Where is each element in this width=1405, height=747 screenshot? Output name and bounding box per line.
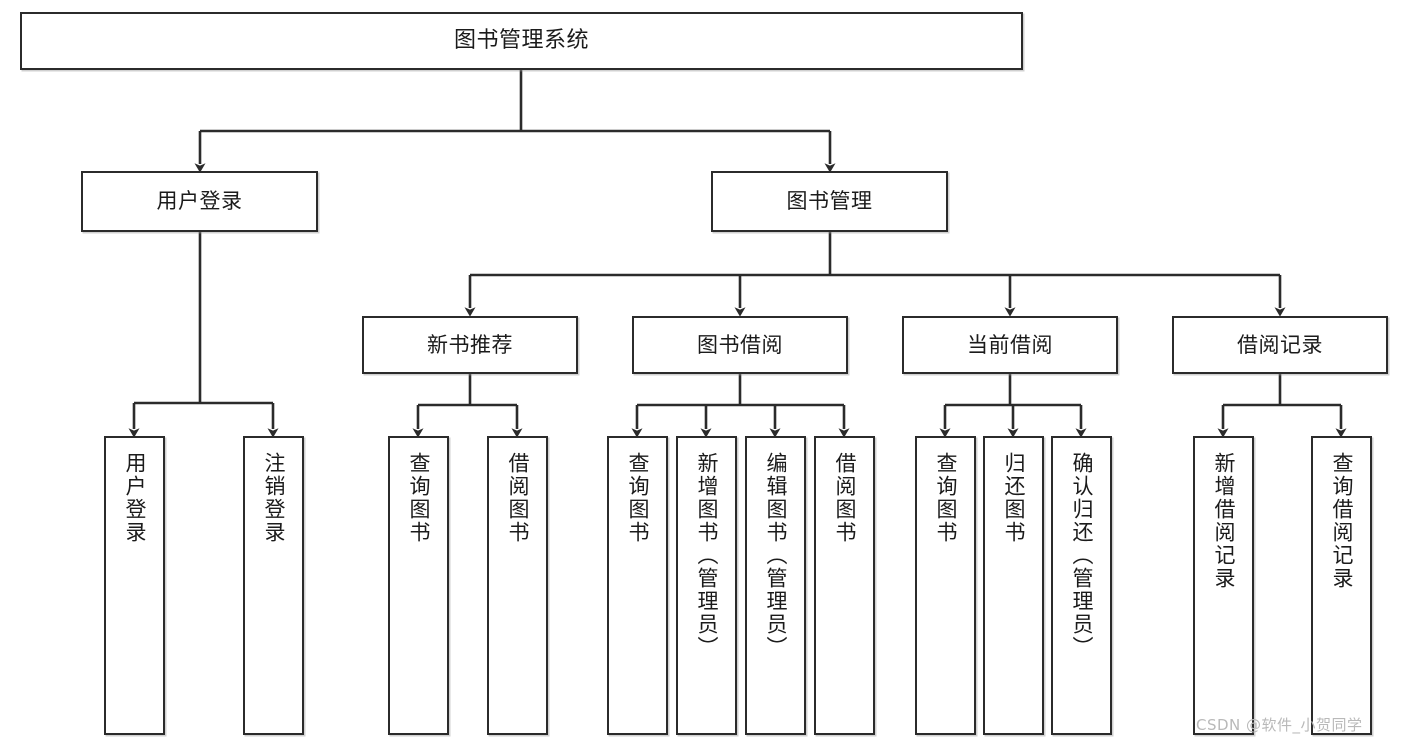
node-label: 用户登录: [156, 189, 243, 214]
node-root-system[interactable]: 图书管理系统: [20, 12, 1023, 70]
node-book-management[interactable]: 图书管理: [711, 171, 948, 232]
node-leaf-borrow-book-2[interactable]: 借阅图书: [814, 436, 875, 735]
node-user-login[interactable]: 用户登录: [81, 171, 318, 232]
node-label: 新增图书（管理员）: [694, 452, 719, 659]
node-leaf-logout-login[interactable]: 注销登录: [243, 436, 304, 735]
node-label: 新增借阅记录: [1211, 452, 1236, 590]
node-label: 用户登录: [122, 452, 147, 544]
node-label: 借阅图书: [832, 452, 857, 544]
node-label: 查询图书: [933, 452, 958, 544]
node-leaf-confirm-return[interactable]: 确认归还（管理员）: [1051, 436, 1112, 735]
node-label: 查询图书: [625, 452, 650, 544]
node-label: 归还图书: [1001, 452, 1026, 544]
node-label: 确认归还（管理员）: [1069, 452, 1094, 659]
node-label: 借阅图书: [505, 452, 530, 544]
node-label: 当前借阅: [967, 332, 1053, 357]
node-leaf-query-record[interactable]: 查询借阅记录: [1311, 436, 1372, 735]
node-leaf-query-book-3[interactable]: 查询图书: [915, 436, 976, 735]
node-label: 编辑图书（管理员）: [763, 452, 788, 659]
node-current-borrow[interactable]: 当前借阅: [902, 316, 1118, 374]
node-label: 图书借阅: [697, 332, 783, 357]
node-label: 图书管理系统: [453, 28, 589, 54]
node-label: 查询图书: [406, 452, 431, 544]
node-borrow-record[interactable]: 借阅记录: [1172, 316, 1388, 374]
node-leaf-add-record[interactable]: 新增借阅记录: [1193, 436, 1254, 735]
node-label: 注销登录: [261, 452, 286, 544]
node-leaf-borrow-book-1[interactable]: 借阅图书: [487, 436, 548, 735]
watermark-text: CSDN @软件_小贺同学: [1196, 716, 1363, 734]
node-leaf-user-login[interactable]: 用户登录: [104, 436, 165, 735]
node-new-book-recommend[interactable]: 新书推荐: [362, 316, 578, 374]
node-leaf-add-book[interactable]: 新增图书（管理员）: [676, 436, 737, 735]
node-label: 借阅记录: [1237, 332, 1323, 357]
node-leaf-query-book-2[interactable]: 查询图书: [607, 436, 668, 735]
node-label: 查询借阅记录: [1329, 452, 1354, 590]
node-leaf-return-book[interactable]: 归还图书: [983, 436, 1044, 735]
node-leaf-edit-book[interactable]: 编辑图书（管理员）: [745, 436, 806, 735]
node-leaf-query-book-1[interactable]: 查询图书: [388, 436, 449, 735]
node-book-borrow[interactable]: 图书借阅: [632, 316, 848, 374]
node-label: 图书管理: [786, 189, 873, 214]
node-label: 新书推荐: [427, 332, 513, 357]
